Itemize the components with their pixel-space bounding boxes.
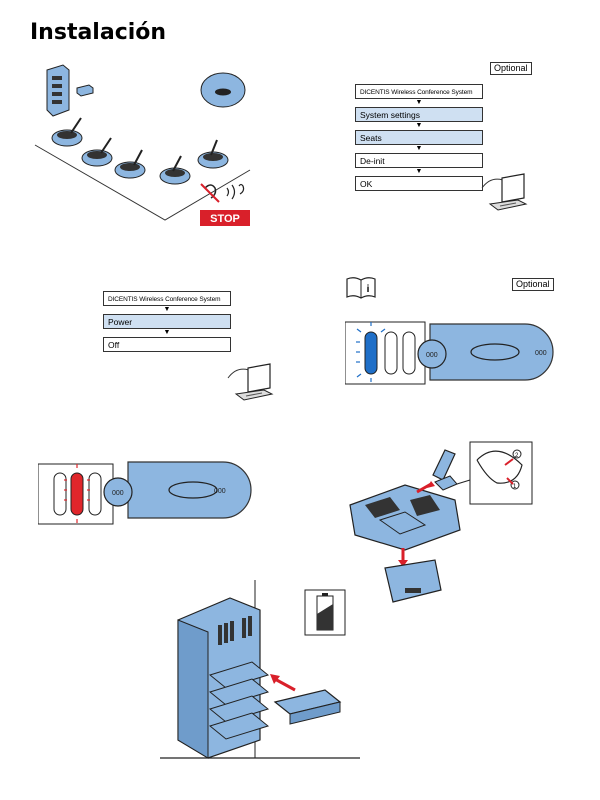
svg-text:2: 2 bbox=[515, 453, 519, 459]
svg-text:000: 000 bbox=[426, 352, 438, 359]
flow-step: Power bbox=[103, 314, 231, 329]
flow-step: DICENTIS Wireless Conference System bbox=[355, 84, 483, 99]
svg-text:000: 000 bbox=[112, 490, 124, 497]
access-point-led-red: 000 000 bbox=[38, 461, 252, 525]
stop-label: STOP bbox=[210, 213, 240, 225]
down-arrow-icon: ▼ bbox=[415, 168, 423, 175]
down-arrow-icon: ▼ bbox=[415, 122, 423, 129]
device-battery-illustration: 2 1 bbox=[349, 441, 533, 603]
delegate-unit-icon bbox=[81, 137, 113, 167]
battery-icon bbox=[76, 84, 94, 97]
stop-badge: STOP bbox=[200, 210, 250, 226]
charger-rack-icon bbox=[46, 64, 70, 117]
flow-b: DICENTIS Wireless Conference System ▼ Po… bbox=[103, 291, 231, 352]
page-title: Instalación bbox=[30, 20, 167, 45]
optional-label: Optional bbox=[490, 62, 532, 75]
flow-step: System settings bbox=[355, 107, 483, 122]
flow-step: DICENTIS Wireless Conference System bbox=[103, 291, 231, 306]
down-arrow-icon: ▼ bbox=[163, 329, 171, 336]
svg-text:000: 000 bbox=[535, 350, 547, 357]
svg-text:i: i bbox=[367, 284, 370, 295]
setup-illustration: STOP bbox=[34, 64, 251, 226]
manual-info-icon: i bbox=[346, 277, 376, 299]
delegate-unit-icon bbox=[114, 149, 146, 179]
down-arrow-icon: ▼ bbox=[415, 99, 423, 106]
down-arrow-icon: ▼ bbox=[163, 306, 171, 313]
no-sound-icon bbox=[200, 183, 245, 203]
access-point-led-blue: 000 000 bbox=[345, 321, 554, 385]
svg-text:1: 1 bbox=[513, 484, 517, 490]
delegate-unit-icon bbox=[51, 117, 83, 147]
flow-step: OK bbox=[355, 176, 483, 191]
battery-charger-illustration bbox=[160, 580, 360, 759]
down-arrow-icon: ▼ bbox=[415, 145, 423, 152]
flow-step: Seats bbox=[355, 130, 483, 145]
optional-label: Optional bbox=[512, 278, 554, 291]
delegate-unit-icon bbox=[159, 155, 191, 185]
flow-step: Off bbox=[103, 337, 231, 352]
access-point-icon bbox=[200, 72, 246, 108]
laptop-icon bbox=[481, 173, 528, 211]
laptop-icon bbox=[227, 363, 274, 401]
svg-text:000: 000 bbox=[214, 488, 226, 495]
battery-level-icon bbox=[304, 589, 346, 636]
flow-step: De-init bbox=[355, 153, 483, 168]
flow-a: DICENTIS Wireless Conference System ▼ Sy… bbox=[355, 84, 483, 191]
delegate-unit-icon bbox=[197, 139, 229, 169]
